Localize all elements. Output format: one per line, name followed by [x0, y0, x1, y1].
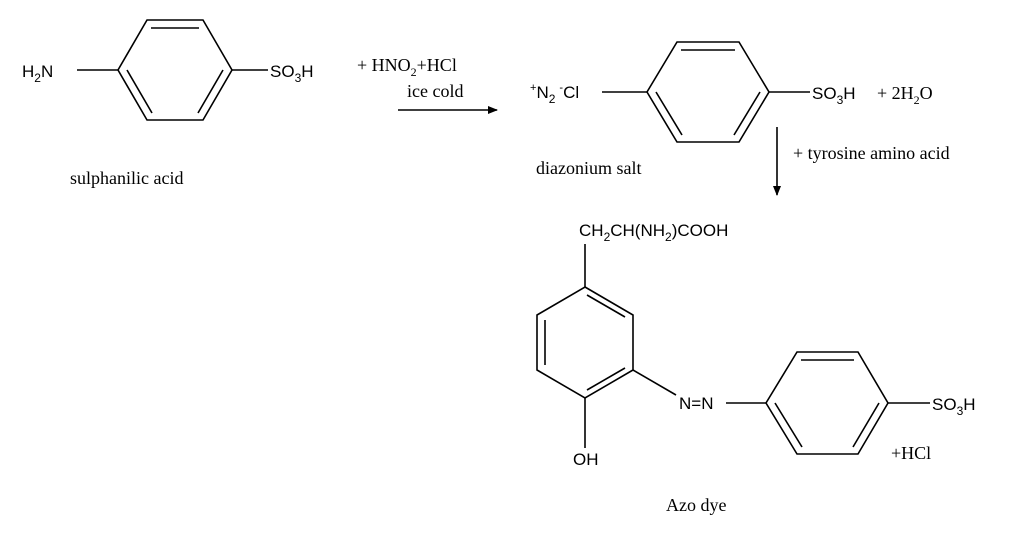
side-chain-label: CH2CH(NH2)COOH: [579, 221, 728, 244]
reactant-name: sulphanilic acid: [70, 168, 183, 188]
sulfonic-group-label: SO3H: [932, 395, 976, 418]
sulphanilic-acid-structure: H2N SO3H: [22, 19, 314, 121]
sulfonic-group-label: SO3H: [270, 62, 314, 85]
ring-inner-double-bonds: [774, 359, 880, 448]
product-name: Azo dye: [666, 495, 726, 515]
intermediate-name: diazonium salt: [536, 158, 641, 178]
azo-link-label: N=N: [679, 394, 713, 413]
benzene-ring: [117, 19, 233, 121]
ring-inner-double-bonds: [544, 294, 626, 391]
benzene-ring: [765, 351, 889, 455]
water-byproduct: + 2H2O: [877, 83, 933, 107]
step1-reagents: + HNO2+HCl: [357, 55, 457, 79]
step2-reagent: + tyrosine amino acid: [793, 143, 950, 163]
sulfonic-group-label: SO3H: [812, 84, 856, 107]
hydroxyl-label: OH: [573, 450, 599, 469]
step1-condition: ice cold: [407, 81, 463, 101]
ring-inner-double-bonds: [655, 49, 761, 136]
diazonium-salt-structure: +N2-Cl SO3H: [530, 41, 856, 143]
ring-inner-double-bonds: [126, 27, 224, 114]
hcl-byproduct: +HCl: [891, 443, 931, 463]
c-n-bond: [632, 369, 677, 396]
diazonium-group-label: +N2-Cl: [530, 82, 579, 106]
amino-group-label: H2N: [22, 62, 53, 85]
phenol-ring: [536, 286, 634, 399]
azo-dye-structure: CH2CH(NH2)COOH OH N=N SO3H: [536, 221, 976, 469]
benzene-ring: [646, 41, 770, 143]
